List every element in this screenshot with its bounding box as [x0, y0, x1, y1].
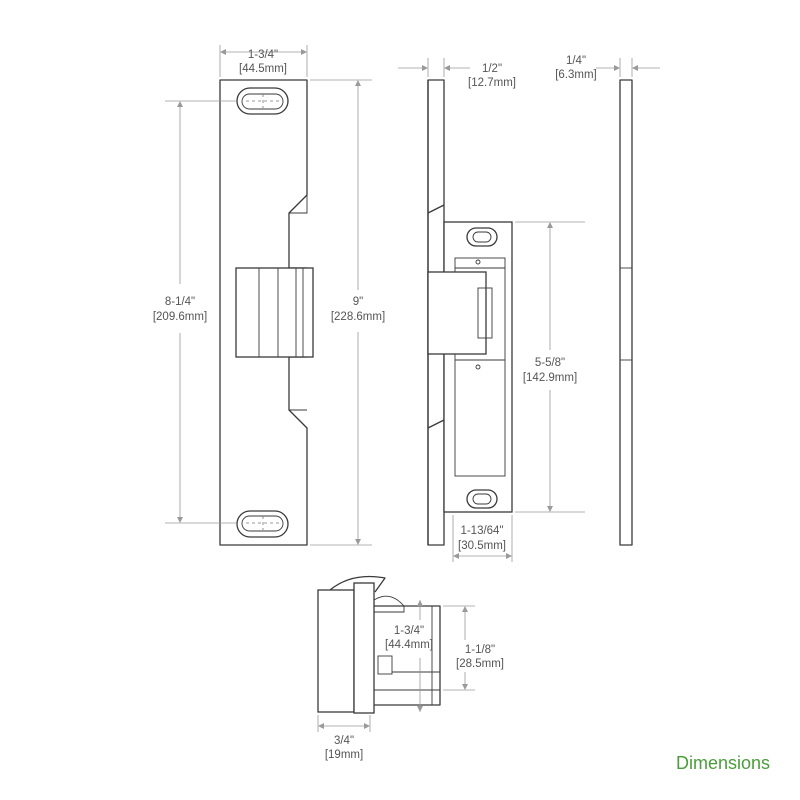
- bottom-view: [317, 575, 475, 732]
- strike-jaw-inner: [258, 267, 314, 358]
- strike-body-inner: [454, 257, 506, 477]
- lip-depth-imperial: 1/2": [482, 63, 502, 75]
- body-depth-imperial: 1-13/64": [460, 525, 503, 537]
- dimension-plate-thickness: [596, 58, 660, 77]
- plate-thickness-imperial: 1/4": [566, 55, 586, 67]
- side-keeper-block: [427, 271, 487, 355]
- side-bottom-slot: [466, 489, 498, 509]
- faceplate-recess: [289, 195, 308, 411]
- overall-height-metric: [228.6mm]: [331, 311, 385, 323]
- strike-body: [443, 221, 513, 513]
- front-width-imperial: 1-3/4": [248, 49, 278, 61]
- dimension-front-width: [219, 45, 308, 77]
- bottom-keeper-roller: [373, 595, 405, 613]
- dimension-body-height: [515, 221, 585, 513]
- side-screw-head-2: [475, 364, 481, 370]
- side-bottom-slot-inner: [472, 493, 492, 505]
- lip-depth-metric: [12.7mm]: [468, 77, 516, 89]
- lip-offset-imperial: 3/4": [334, 735, 354, 747]
- edge-view: [596, 58, 660, 546]
- front-width-metric: [44.5mm]: [239, 63, 287, 75]
- dimension-body-depth: [452, 515, 513, 562]
- lip-offset-metric: [19mm]: [325, 749, 363, 761]
- keeper-height-imperial: 1-1/8": [465, 644, 495, 656]
- keeper-depth-metric: [44.4mm]: [385, 639, 433, 651]
- body-height-metric: [142.9mm]: [523, 372, 577, 384]
- keeper-depth-imperial: 1-3/4": [394, 625, 424, 637]
- body-depth-metric: [30.5mm]: [458, 540, 506, 552]
- front-view: [165, 45, 372, 546]
- bottom-housing: [353, 582, 375, 714]
- overall-height-imperial: 9": [353, 296, 363, 308]
- dimension-overall-height: [310, 79, 372, 546]
- bottom-mounting-slot-inner: [241, 515, 284, 532]
- hole-spacing-metric: [209.6mm]: [153, 311, 207, 323]
- side-top-slot-inner: [472, 231, 492, 243]
- dimension-keeper-depth: [417, 600, 423, 712]
- dimension-keeper-height: [443, 605, 475, 691]
- plate-thickness-metric: [6.3mm]: [555, 69, 597, 81]
- dimension-labels: 1-3/4" [44.5mm] 8-1/4" [209.6mm] 9" [228…: [153, 49, 770, 773]
- page-title: Dimensions: [676, 753, 770, 773]
- bottom-mounting-slot: [236, 510, 289, 538]
- side-keeper-nose: [477, 287, 493, 339]
- top-mounting-slot: [236, 87, 289, 115]
- edge-faceplate: [619, 79, 633, 546]
- dimension-hole-spacing: [165, 100, 236, 524]
- dimension-lip-depth: [398, 58, 470, 77]
- bottom-keeper-jaw: [377, 655, 393, 675]
- bottom-faceplate: [317, 589, 355, 713]
- strike-jaw: [235, 267, 314, 358]
- body-height-imperial: 5-5/8": [535, 357, 565, 369]
- side-view: [398, 58, 585, 562]
- bottom-keeper-body: [374, 605, 441, 706]
- side-top-slot: [466, 227, 498, 247]
- dimension-lip-offset: [317, 715, 371, 732]
- side-screw-head: [475, 259, 481, 265]
- hole-spacing-imperial: 8-1/4": [165, 296, 195, 308]
- keeper-height-metric: [28.5mm]: [456, 658, 504, 670]
- top-mounting-slot-inner: [241, 93, 284, 110]
- bottom-keeper-curve: [329, 575, 386, 593]
